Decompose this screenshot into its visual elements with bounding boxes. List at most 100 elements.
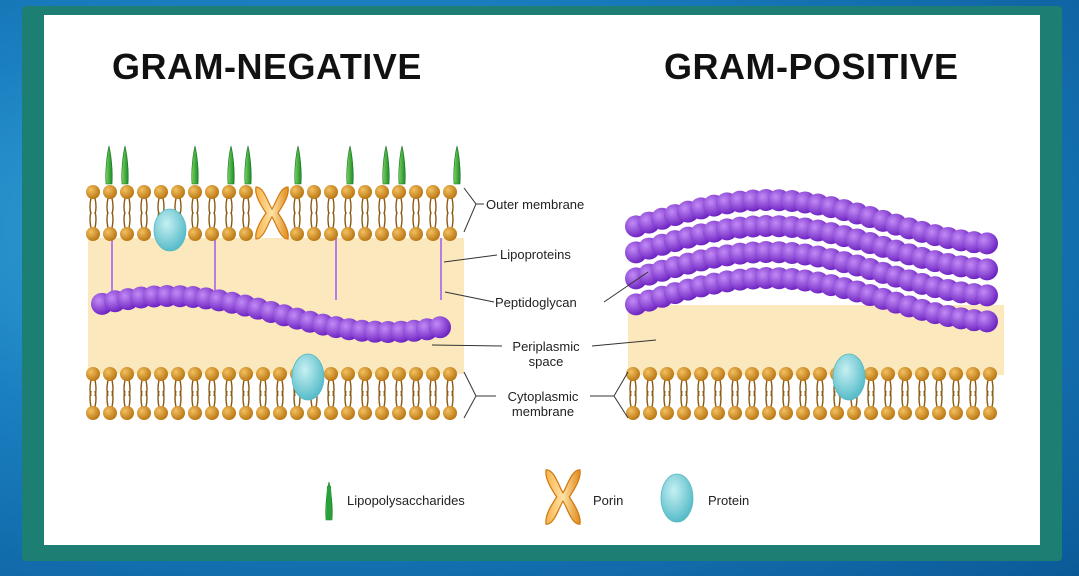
lipid-head: [307, 227, 321, 241]
lipid-tail: [157, 390, 165, 408]
lipid-head: [154, 185, 168, 199]
lipid-tail: [123, 211, 131, 229]
lipid-head: [426, 406, 440, 420]
lipid-head: [290, 406, 304, 420]
lipid-tail: [429, 211, 437, 229]
lipid-head: [273, 367, 287, 381]
lipid-tail: [106, 197, 114, 215]
lipid-head: [983, 367, 997, 381]
lipid-tail: [378, 197, 386, 215]
lipid-tail: [140, 390, 148, 408]
lipid-tail: [952, 390, 960, 408]
lipid-head: [120, 227, 134, 241]
lipid-head: [694, 367, 708, 381]
lipid-head: [358, 185, 372, 199]
lipid-head: [290, 227, 304, 241]
lipid-head: [813, 367, 827, 381]
lipid-head: [103, 367, 117, 381]
lipid-head: [426, 185, 440, 199]
lipid-head: [392, 406, 406, 420]
lipid-head: [677, 406, 691, 420]
lipid-head: [341, 185, 355, 199]
lipid-head: [324, 185, 338, 199]
peptidoglycan-leader-left: [444, 291, 495, 303]
lipid-head: [898, 367, 912, 381]
lipid-head: [426, 227, 440, 241]
lipid-head: [154, 406, 168, 420]
lipid-head: [120, 185, 134, 199]
periplasmic-leader-left: [431, 344, 503, 347]
lipid-tail: [310, 211, 318, 229]
peptidoglycan-right-layer: [625, 267, 998, 333]
lipid-head: [239, 367, 253, 381]
lipid-head: [188, 227, 202, 241]
lipid-head: [188, 367, 202, 381]
lipid-head: [307, 406, 321, 420]
lipid-tail: [191, 197, 199, 215]
periplasmic-label-line2: space: [528, 354, 564, 369]
lipid-head: [779, 406, 793, 420]
lipopolysaccharide: [294, 145, 302, 185]
cytoplasmic-bracket-right: [613, 371, 629, 419]
lipid-tail: [344, 390, 352, 408]
lipid-head: [290, 185, 304, 199]
lipid-tail: [986, 390, 994, 408]
lipid-tail: [395, 390, 403, 408]
lipid-head: [205, 185, 219, 199]
lipid-tail: [89, 211, 97, 229]
membrane-protein: [153, 208, 187, 252]
periplasmic-label-line1: Periplasmic: [512, 339, 580, 354]
lipid-head: [324, 227, 338, 241]
lipid-head: [711, 367, 725, 381]
lipid-head: [409, 185, 423, 199]
lipid-head: [983, 406, 997, 420]
lipid-head: [205, 367, 219, 381]
lipid-tail: [259, 390, 267, 408]
lipid-tail: [395, 197, 403, 215]
lipid-tail: [799, 390, 807, 408]
lipid-head: [694, 406, 708, 420]
peptidoglycan-bead: [429, 316, 451, 339]
cytoplasmic-membrane-left: [86, 367, 457, 420]
lipid-tail: [327, 211, 335, 229]
lipid-head: [949, 367, 963, 381]
lipid-head: [443, 185, 457, 199]
lipid-tail: [89, 197, 97, 215]
lipid-head: [796, 406, 810, 420]
lipopolysaccharide: [398, 145, 406, 185]
lipid-head: [222, 406, 236, 420]
lipid-head: [762, 406, 776, 420]
lipopolysaccharide: [105, 145, 113, 185]
lipopolysaccharide: [244, 145, 252, 185]
lipid-head: [813, 406, 827, 420]
lipid-head: [103, 185, 117, 199]
lipid-tail: [446, 197, 454, 215]
lipid-head: [120, 406, 134, 420]
peptidoglycan-bead: [976, 310, 998, 333]
peptidoglycan-bead: [976, 258, 998, 281]
lipid-tail: [344, 197, 352, 215]
cytoplasmic-label-line2: membrane: [511, 404, 575, 419]
lipid-tail: [123, 390, 131, 408]
lipid-head: [392, 185, 406, 199]
lipid-head: [324, 406, 338, 420]
lipopolysaccharide: [191, 145, 199, 185]
lipid-tail: [446, 390, 454, 408]
lipid-head: [205, 406, 219, 420]
lipid-head: [86, 185, 100, 199]
lipid-tail: [782, 390, 790, 408]
lipid-tail: [208, 390, 216, 408]
lipopolysaccharide: [227, 145, 235, 185]
lipid-head: [409, 367, 423, 381]
lipid-tail: [935, 390, 943, 408]
peptidoglycan-left: [91, 285, 451, 343]
lipid-head: [881, 406, 895, 420]
lipid-tail: [412, 390, 420, 408]
lipid-tail: [106, 390, 114, 408]
lipid-head: [898, 406, 912, 420]
lipid-head: [660, 406, 674, 420]
lipid-tail: [361, 211, 369, 229]
lipid-head: [409, 406, 423, 420]
lipid-head: [358, 406, 372, 420]
lipid-tail: [748, 390, 756, 408]
